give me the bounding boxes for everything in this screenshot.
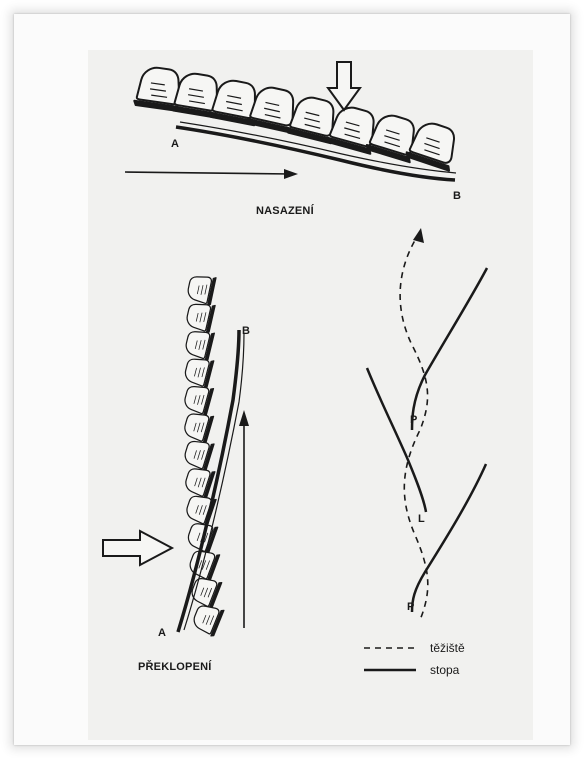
- preklopeni-point-b: B: [242, 325, 250, 337]
- nasazeni-caption: NASAZENÍ: [256, 204, 315, 217]
- center-of-gravity-arrow-head-icon: [413, 228, 424, 243]
- col-boot: [182, 409, 214, 443]
- track-line-left: [367, 368, 426, 512]
- nasazeni-point-a: A: [171, 138, 179, 150]
- legend: těžiště stopa: [364, 641, 465, 677]
- preklopeni-diagram: A B PŘEKLOPENÍ: [103, 273, 250, 673]
- col-boot: [183, 355, 214, 389]
- preklopeni-point-a: A: [158, 627, 166, 639]
- col-boot-body: [186, 274, 212, 304]
- legend-solid-label: stopa: [430, 663, 460, 677]
- track-line-right-upper: [412, 268, 487, 430]
- col-boot: [183, 464, 215, 499]
- preklopeni-caption: PŘEKLOPENÍ: [138, 660, 212, 673]
- track-label-l: L: [418, 513, 425, 525]
- nasazeni-diagram: A B NASAZENÍ: [125, 62, 462, 217]
- direction-arrow-head-icon: [284, 169, 298, 179]
- track-diagram: P L P: [367, 228, 487, 620]
- col-boot: [190, 601, 224, 637]
- col-boot: [182, 382, 213, 416]
- col-boot: [182, 437, 214, 472]
- col-boot: [184, 327, 215, 361]
- nasazeni-point-b: B: [453, 190, 461, 202]
- track-label-p-upper: P: [410, 414, 417, 426]
- track-line-right-lower: [412, 464, 486, 612]
- push-down-arrow-icon: [328, 62, 360, 110]
- track-label-p-lower: P: [407, 601, 414, 613]
- center-of-gravity-path: [400, 232, 428, 620]
- boot-column: [182, 273, 224, 637]
- legend-dashed-label: těžiště: [430, 641, 465, 655]
- direction-arrow-line: [125, 172, 292, 174]
- upward-arrow-head-icon: [239, 410, 249, 426]
- boot-row: [134, 65, 462, 171]
- push-right-arrow-icon: [103, 531, 172, 565]
- col-boot: [186, 273, 216, 306]
